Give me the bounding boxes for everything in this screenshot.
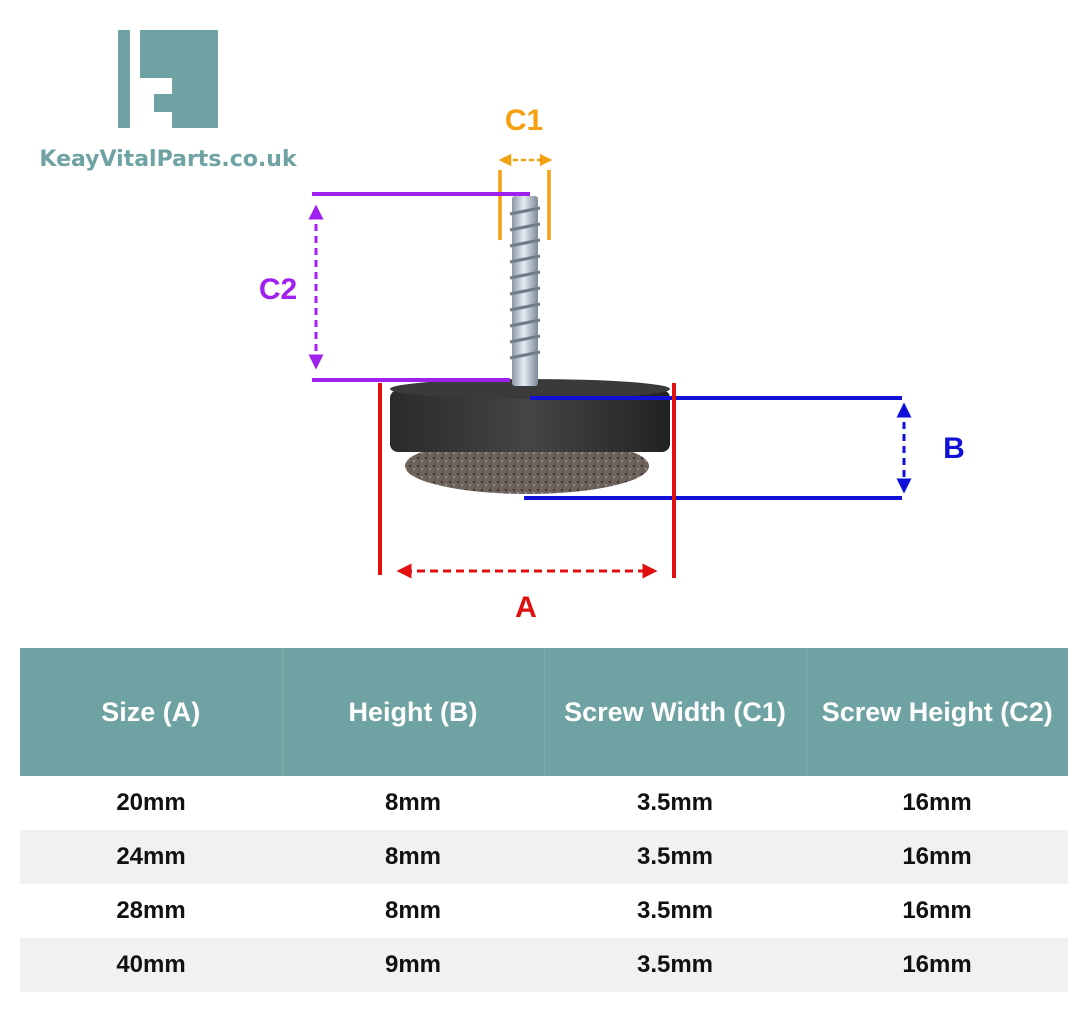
cell-screw-width: 3.5mm (636, 789, 714, 816)
product-illustration (390, 196, 670, 494)
glide-top (390, 379, 670, 399)
dimension-a: A (378, 383, 676, 624)
header-screw-height: Screw Height (C2) (806, 648, 1068, 776)
logo-mark-square (154, 94, 172, 112)
cell-height: 8mm (384, 897, 442, 924)
cell-size: 20mm (116, 789, 186, 816)
label-a: A (515, 591, 537, 624)
table-row: 24mm 8mm 3.5mm 16mm (20, 830, 1068, 884)
brand-logo: KeayVitalParts.co.uk (39, 30, 298, 172)
cell-screw-height: 16mm (902, 897, 972, 924)
dimension-c2: C2 (259, 192, 530, 382)
cell-size: 24mm (20, 830, 282, 884)
cell-screw-width: 3.5mm (636, 897, 714, 924)
label-c1: C1 (505, 104, 543, 137)
logo-mark-right (172, 78, 218, 128)
brand-name: KeayVitalParts.co.uk (39, 147, 298, 172)
dimension-diagram: KeayVitalParts.co.uk C1 C2 B A (39, 30, 965, 624)
table-row: 20mm 8mm 3.5mm 16mm (20, 776, 1068, 830)
table-row: 28mm 8mm 3.5mm 16mm (20, 884, 1068, 938)
logo-mark-top (140, 30, 218, 78)
header-screw-width: Screw Width (C1) (544, 648, 807, 776)
label-b: B (943, 432, 965, 465)
label-c2: C2 (259, 273, 297, 306)
dimension-c1: C1 (498, 104, 553, 240)
cell-height: 8mm (282, 830, 544, 884)
cell-screw-height: 16mm (806, 830, 1068, 884)
cell-size: 40mm (20, 938, 282, 992)
dimension-b: B (524, 396, 965, 500)
table-header-row: Size (A) Height (B) Screw Width (C1) Scr… (20, 648, 1068, 776)
size-specification-table: Size (A) Height (B) Screw Width (C1) Scr… (20, 648, 1068, 992)
cell-screw-width: 3.5mm (544, 830, 806, 884)
header-height: Height (B) (282, 648, 545, 776)
cell-screw-height: 16mm (806, 938, 1068, 992)
logo-mark-bar (118, 30, 130, 128)
cell-screw-width: 3.5mm (544, 938, 806, 992)
cell-screw-height: 16mm (902, 789, 972, 816)
header-size: Size (A) (20, 648, 283, 776)
glide-body (390, 390, 670, 452)
screw (509, 196, 541, 386)
table-row: 40mm 9mm 3.5mm 16mm (20, 938, 1068, 992)
cell-height: 9mm (282, 938, 544, 992)
cell-height: 8mm (384, 789, 442, 816)
cell-size: 28mm (116, 897, 186, 924)
